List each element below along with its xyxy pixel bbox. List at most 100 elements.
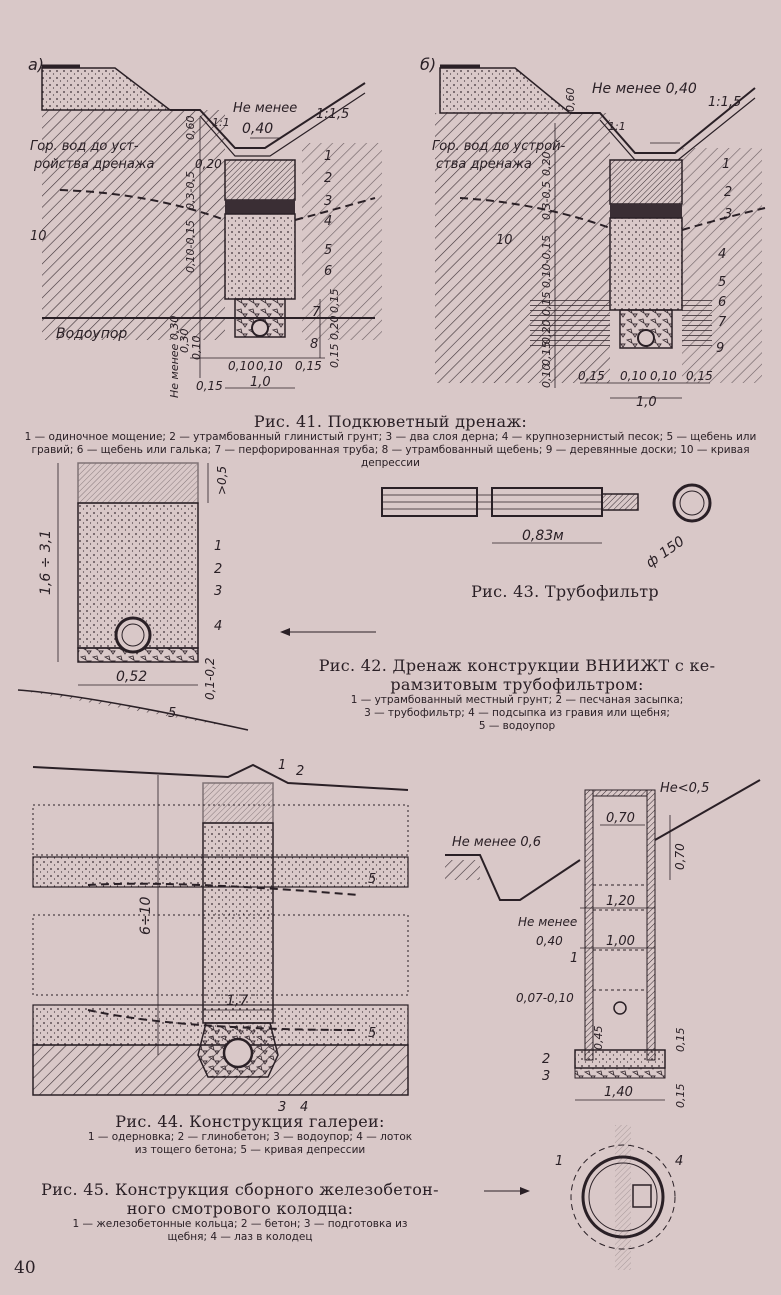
fig45-plan-label-1: 1 xyxy=(555,1154,563,1169)
fig42-label-4: 4 xyxy=(214,619,222,634)
fig44-height: 6÷10 xyxy=(138,896,154,935)
fig42-title-1: Рис. 42. Дренаж конструкции ВНИИЖТ с ке- xyxy=(318,656,716,675)
fig41b-d020: 0,20 xyxy=(540,152,553,177)
fig41b-w10: 1,0 xyxy=(636,395,657,410)
fig41b-d010: 0,10 xyxy=(540,364,553,389)
fig45-label-3: 3 xyxy=(542,1069,550,1084)
fig45-w140: 1,40 xyxy=(604,1085,633,1100)
fig41b-label-2: 2 xyxy=(724,185,732,200)
fig41a-label-8: 8 xyxy=(310,337,318,352)
fig41a-b010: 0,10 xyxy=(228,359,255,373)
fig41a-d03: 0,3-0,5 xyxy=(184,171,197,210)
fig41a-label-5: 5 xyxy=(324,243,332,258)
fig44-title: Рис. 44. Конструкция галереи: xyxy=(115,1112,385,1131)
arrow-left-icon xyxy=(280,628,376,636)
fig42-caption: Рис. 42. Дренаж конструкции ВНИИЖТ с ке-… xyxy=(262,656,772,733)
fig41a-d020: 0,20 xyxy=(195,157,222,171)
fig45-nm040b: 0,40 xyxy=(536,934,563,948)
fig45-ne05: Не<0,5 xyxy=(660,781,709,796)
fig41a-d020b: 0,20 xyxy=(328,316,341,341)
fig41a-w10: 1,0 xyxy=(250,375,271,390)
fig44-legend-2: из тощего бетона; 5 — кривая депрессии xyxy=(134,1144,366,1156)
fig42-label-3: 3 xyxy=(214,584,222,599)
fig43-length: 0,83м xyxy=(522,528,564,544)
fig45-nm040a: Не менее xyxy=(518,915,577,929)
fig41a-label-1: 1 xyxy=(324,149,332,164)
fig44-width: 1,7 xyxy=(226,993,248,1009)
figure-45-plan-drawing: 1 4 xyxy=(555,1125,683,1270)
fig41a-d01: 0,10-0,15 xyxy=(184,220,197,273)
fig42-legend-1: 1 — утрамбованный местный грунт; 2 — пес… xyxy=(350,694,684,706)
fig41a-d015: 0,15 xyxy=(328,289,341,314)
fig41b-gw1: Гор. вод до устрой- xyxy=(432,139,566,154)
fig44-label-4: 3 xyxy=(278,1100,286,1115)
fig42-width: 0,52 xyxy=(116,669,147,685)
fig41b-slope1: 1:1 xyxy=(608,120,626,133)
fig41b-label-4: 4 xyxy=(718,247,726,262)
fig41a-label-3: 3 xyxy=(324,194,332,209)
fig42-legend-3: 5 — водоупор xyxy=(478,720,556,732)
fig41a-b015: 0,15 xyxy=(295,359,322,373)
fig45-w120: 1,20 xyxy=(606,894,635,909)
fig42-label-5: 5 xyxy=(168,706,176,721)
fig41a-d010: 0,10 xyxy=(190,336,203,361)
fig45-h015: 0,15 xyxy=(674,1028,687,1053)
fig41a-slope15: 1:1,5 xyxy=(316,107,349,122)
fig41b-d060: 0,60 xyxy=(564,88,577,113)
fig41a-nm030: Не менее 0,30 xyxy=(168,316,181,398)
figure-42-drawing: 1,6 ÷ 3,1 >0,5 0,52 0,1-0,2 1 2 3 4 5 xyxy=(17,462,249,731)
fig41-caption: Рис. 41. Подкюветный дренаж: 1 — одиночн… xyxy=(0,412,781,470)
fig41b-gw2: ства дренажа xyxy=(436,157,532,172)
fig44-label-5a: 5 xyxy=(368,872,376,887)
fig41b-label-6: 6 xyxy=(718,295,726,310)
fig41b-b015: 0,15 xyxy=(578,369,605,383)
figure-45-drawing: Не<0,5 0,70 0,70 Не менее 0,6 1,20 Не ме… xyxy=(445,779,761,1108)
fig41b-b010b: 0,10 xyxy=(650,369,677,383)
fig41a-label-10: 10 xyxy=(30,229,47,244)
fig41b-b015b: 0,15 xyxy=(686,369,713,383)
fig44-legend-1: 1 — одерновка; 2 — глинобетон; 3 — водоу… xyxy=(87,1131,413,1143)
fig45-label-2: 2 xyxy=(542,1052,550,1067)
fig41a-gw1: Гор. вод до уст- xyxy=(30,139,139,154)
fig41a-b015b: 0,15 xyxy=(196,379,223,393)
fig43-diam: ф 150 xyxy=(643,533,688,568)
fig41b-slope15: 1:1,5 xyxy=(708,95,741,110)
fig41a-label-2: 2 xyxy=(324,171,332,186)
fig44-label-1: 1 xyxy=(278,758,286,773)
fig41b-label-5: 5 xyxy=(718,275,726,290)
fig44-caption: Рис. 44. Конструкция галереи: 1 — одерно… xyxy=(60,1112,440,1157)
fig45-legend-2: щебня; 4 — лаз в колодец xyxy=(167,1231,313,1243)
fig41b-label-9: 9 xyxy=(716,341,724,356)
fig41b-label-1: 1 xyxy=(722,157,730,172)
fig43-title: Рис. 43. Трубофильтр xyxy=(471,582,659,601)
fig41b-label-10: 10 xyxy=(496,233,513,248)
fig41a-d030: 0,30 xyxy=(178,329,191,354)
fig45-h045: 0,45 xyxy=(592,1026,605,1051)
fig41a-letter: а) xyxy=(28,55,44,74)
fig45-plan-label-4: 4 xyxy=(675,1154,683,1169)
fig41b-d01: 0,10-0,15 xyxy=(540,235,553,288)
fig42-title-2: рамзитовым трубофильтром: xyxy=(390,675,644,694)
arrow-right-icon xyxy=(484,1187,530,1195)
fig42-top: >0,5 xyxy=(215,466,229,495)
fig45-w100: 1,00 xyxy=(606,934,635,949)
fig45-title-2: ного смотрового колодца: xyxy=(126,1199,354,1218)
fig45-caption: Рис. 45. Конструкция сборного железобето… xyxy=(20,1180,460,1244)
fig41b-d015: 0,15 xyxy=(540,292,553,317)
fig41b-b010: 0,10 xyxy=(620,369,647,383)
fig42-label-2: 2 xyxy=(214,562,222,577)
fig45-h070: 0,70 xyxy=(673,843,687,870)
fig45-legend-1: 1 — железобетонные кольца; 2 — бетон; 3 … xyxy=(72,1218,408,1230)
fig41a-aquitard: Водоупор xyxy=(56,326,127,342)
figure-43-drawing: 0,83м ф 150 xyxy=(381,483,712,568)
fig41a-slope1: 1:1 xyxy=(212,116,230,129)
fig42-label-1: 1 xyxy=(214,539,222,554)
fig41a-b010b: 0,10 xyxy=(256,359,283,373)
figure-41a-drawing: а) Не менее 0,40 1:1 1:1,5 Гор. вод до у… xyxy=(28,55,382,398)
fig44-label-2: 2 xyxy=(296,764,304,779)
fig43-caption: Рис. 43. Трубофильтр xyxy=(455,582,675,601)
fig41a-label-7: 7 xyxy=(312,305,321,320)
fig41b-d015b: 0,15 xyxy=(540,342,553,367)
fig45-title-1: Рис. 45. Конструкция сборного железобето… xyxy=(41,1180,439,1199)
fig41b-nm040: Не менее 0,40 xyxy=(592,81,697,97)
